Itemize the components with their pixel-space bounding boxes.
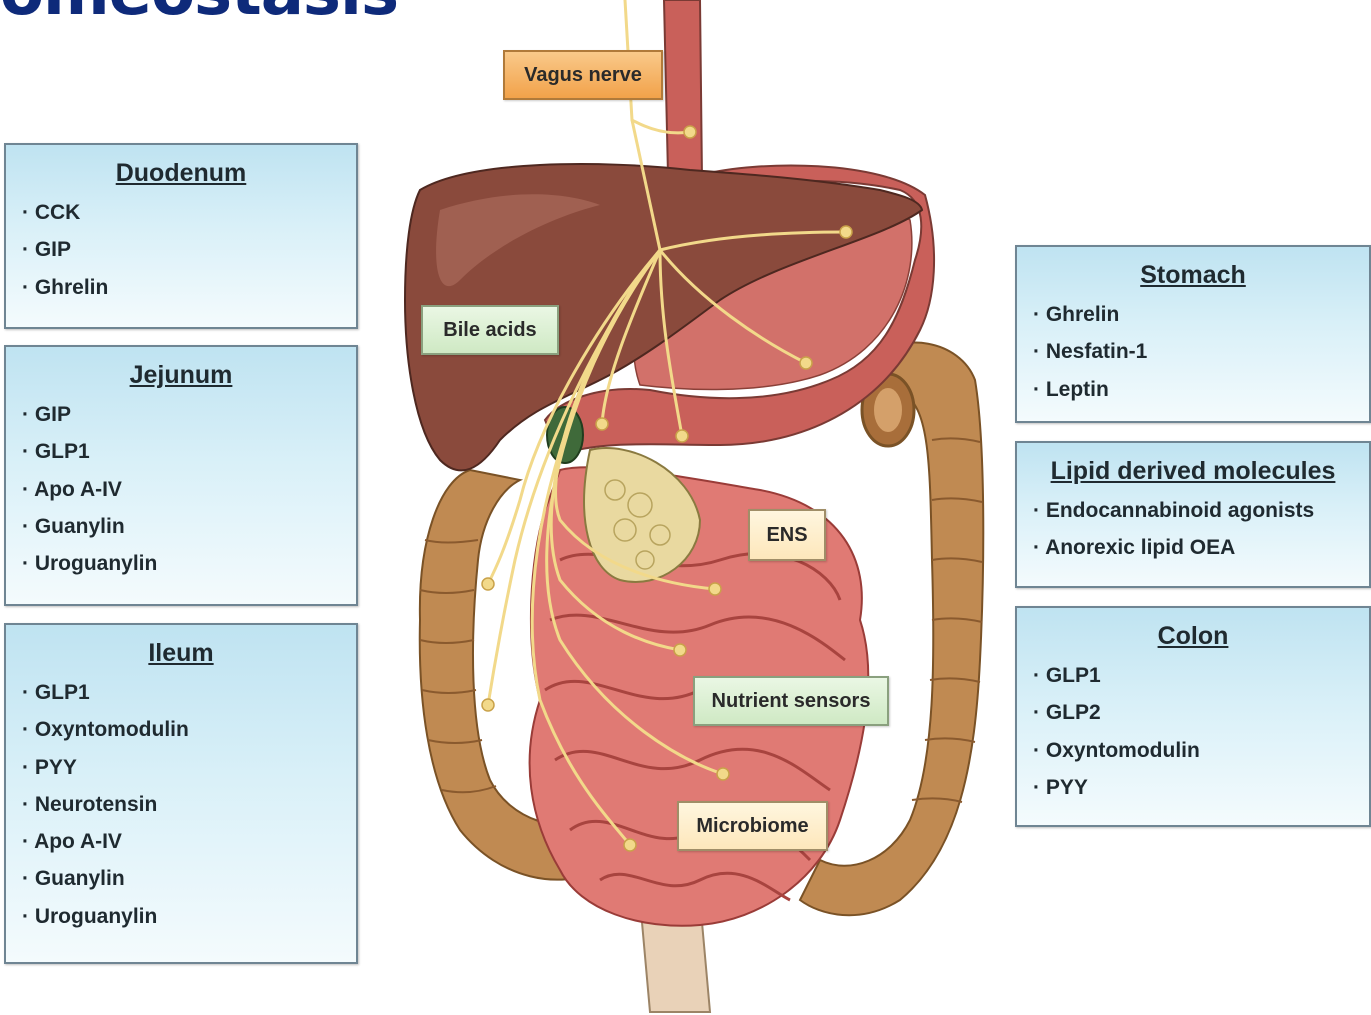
gut-illustration (395, 0, 1000, 1015)
duodenum-box: Duodenum CCK GIP Ghrelin (4, 143, 358, 329)
bile-acids-label: Bile acids (421, 305, 559, 355)
list-item: CCK (22, 194, 356, 231)
list-item: GIP (22, 231, 356, 268)
box-heading: Stomach (1017, 261, 1369, 290)
hormone-list: GLP1 Oxyntomodulin PYY Neurotensin Apo A… (6, 674, 356, 935)
lipid-molecules-box: Lipid derived molecules Endocannabinoid … (1015, 441, 1371, 588)
list-item: Anorexic lipid OEA (1033, 529, 1369, 566)
nutrient-sensors-label: Nutrient sensors (693, 676, 889, 726)
list-item: PYY (1033, 769, 1369, 806)
list-item: Apo A-IV (22, 471, 356, 508)
list-item: Oxyntomodulin (22, 711, 356, 748)
list-item: Oxyntomodulin (1033, 732, 1369, 769)
list-item: GLP1 (1033, 657, 1369, 694)
list-item: Leptin (1033, 371, 1369, 408)
list-item: PYY (22, 749, 356, 786)
page-title: omeostasis (0, 0, 398, 30)
hormone-list: CCK GIP Ghrelin (6, 194, 356, 306)
hormone-list: GIP GLP1 Apo A-IV Guanylin Uroguanylin (6, 396, 356, 582)
list-item: Endocannabinoid agonists (1033, 492, 1369, 529)
list-item: Ghrelin (22, 269, 356, 306)
microbiome-label: Microbiome (677, 801, 828, 851)
colon-box: Colon GLP1 GLP2 Oxyntomodulin PYY (1015, 606, 1371, 827)
stomach-box: Stomach Ghrelin Nesfatin-1 Leptin (1015, 245, 1371, 423)
box-heading: Colon (1017, 622, 1369, 651)
list-item: GLP1 (22, 433, 356, 470)
ens-label: ENS (748, 509, 826, 561)
box-heading: Duodenum (6, 159, 356, 188)
box-heading: Jejunum (6, 361, 356, 390)
list-item: GLP2 (1033, 694, 1369, 731)
list-item: Uroguanylin (22, 545, 356, 582)
list-item: GIP (22, 396, 356, 433)
jejunum-box: Jejunum GIP GLP1 Apo A-IV Guanylin Urogu… (4, 345, 358, 606)
list-item: Guanylin (22, 508, 356, 545)
list-item: Ghrelin (1033, 296, 1369, 333)
box-heading: Lipid derived molecules (1017, 457, 1369, 486)
molecule-list: Endocannabinoid agonists Anorexic lipid … (1017, 492, 1369, 567)
ileum-box: Ileum GLP1 Oxyntomodulin PYY Neurotensin… (4, 623, 358, 964)
pancreas (584, 448, 700, 582)
list-item: Apo A-IV (22, 823, 356, 860)
list-item: GLP1 (22, 674, 356, 711)
hormone-list: GLP1 GLP2 Oxyntomodulin PYY (1017, 657, 1369, 806)
list-item: Neurotensin (22, 786, 356, 823)
list-item: Uroguanylin (22, 898, 356, 935)
list-item: Guanylin (22, 860, 356, 897)
vagus-nerve-label: Vagus nerve (503, 50, 663, 100)
box-heading: Ileum (6, 639, 356, 668)
hormone-list: Ghrelin Nesfatin-1 Leptin (1017, 296, 1369, 408)
list-item: Nesfatin-1 (1033, 333, 1369, 370)
